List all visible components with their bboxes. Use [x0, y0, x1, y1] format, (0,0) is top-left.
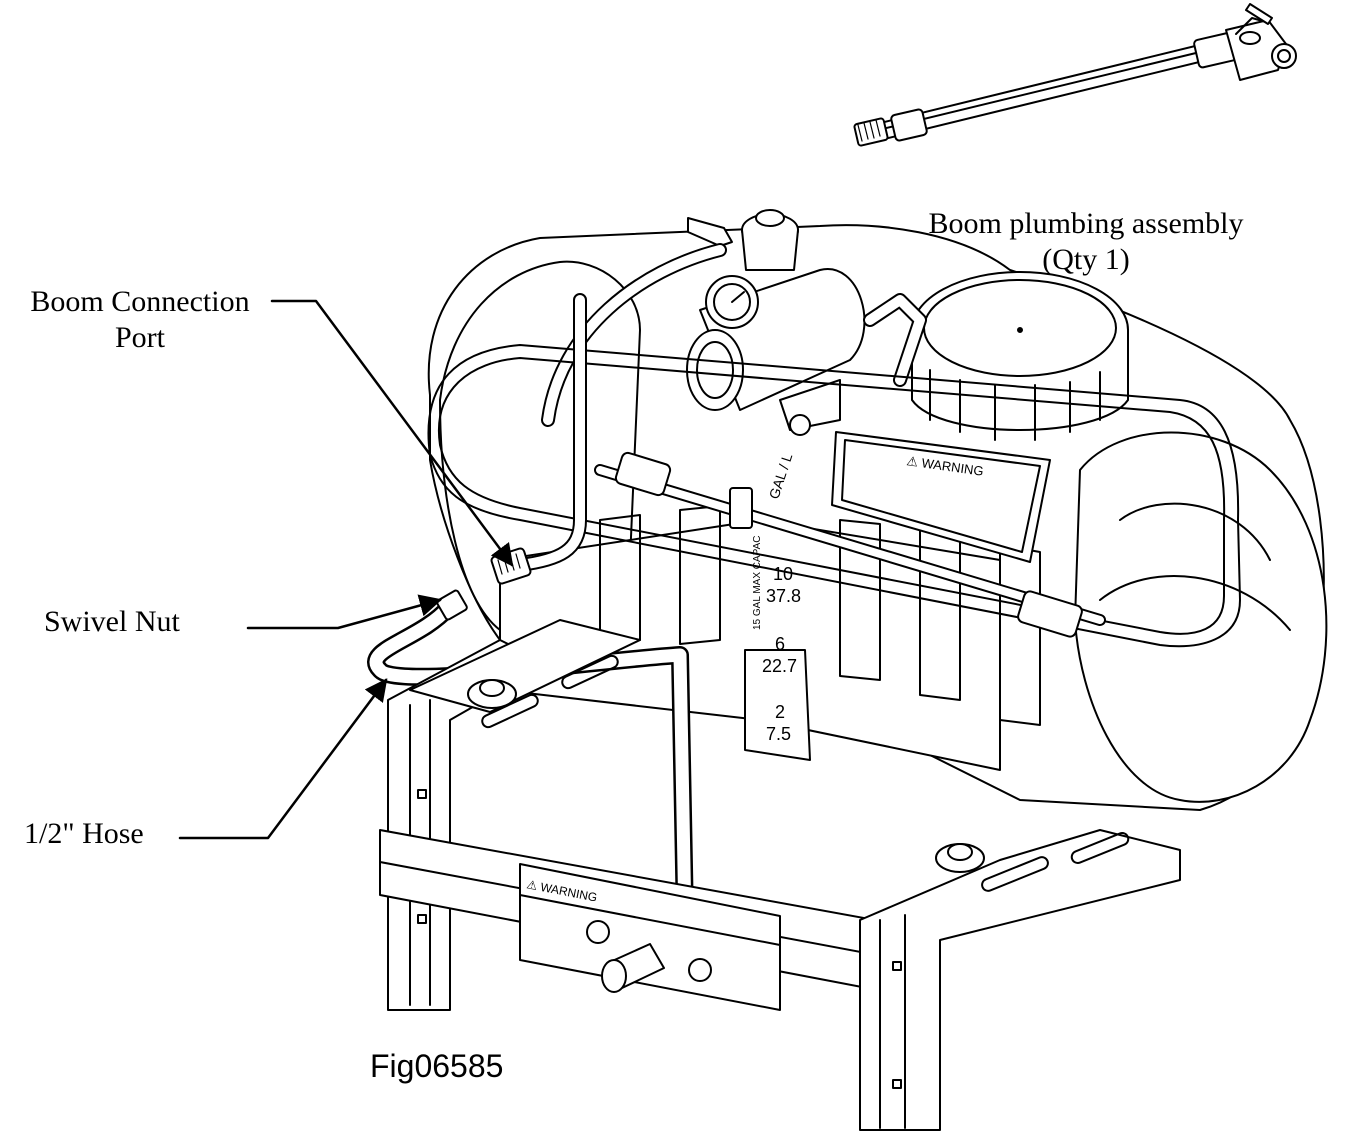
boom-connection-port-label: Boom Connection Port	[6, 284, 274, 356]
tank-cap-2: 2	[775, 702, 785, 722]
half-inch-hose-drawing	[367, 589, 694, 929]
boom-assembly-line1: Boom plumbing assembly	[928, 207, 1244, 240]
boom-plumbing-assembly-label: Boom plumbing assembly (Qty 1)	[896, 206, 1276, 278]
figure-id: Fig06585	[370, 1048, 504, 1084]
spray-tank-drawing	[427, 209, 1328, 811]
tank-cap-6: 6	[775, 634, 785, 654]
boom-plumbing-assembly-drawing	[853, 3, 1297, 147]
tank-cap-10: 10	[773, 564, 793, 584]
hose-label: 1/2" Hose	[24, 817, 144, 850]
tank-capacity-note: 15 GAL MAX CAPAC	[752, 536, 763, 630]
swivel-nut-label: Swivel Nut	[44, 605, 180, 638]
boom-port-line1: Boom Connection	[30, 285, 250, 318]
tank-cap-22-7: 22.7	[762, 656, 797, 676]
tank-cap-7-5: 7.5	[766, 724, 791, 744]
boom-assembly-line2: (Qty 1)	[1042, 243, 1130, 276]
leader-swivel-nut	[246, 594, 443, 630]
boom-port-line2: Port	[114, 321, 165, 354]
leader-boom-port	[270, 299, 514, 567]
leader-lines	[178, 299, 514, 840]
leader-hose	[178, 678, 388, 840]
mounting-frame-drawing	[379, 619, 1181, 1131]
tank-cap-37-8: 37.8	[766, 586, 801, 606]
